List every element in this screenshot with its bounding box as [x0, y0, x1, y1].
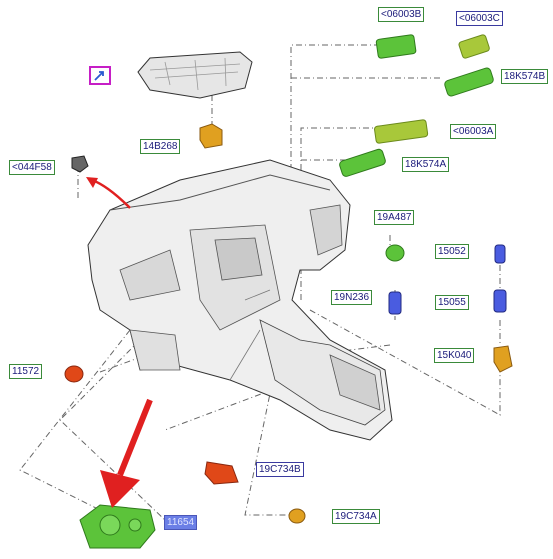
part-06003c [458, 34, 490, 59]
part-11654 [79, 504, 156, 549]
part-label-18k574a[interactable]: 18K574A [402, 157, 450, 172]
part-label-19n236[interactable]: 19N236 [331, 290, 373, 305]
part-label-15052[interactable]: 15052 [435, 244, 469, 259]
part-label-06003b[interactable]: <06003B [378, 7, 425, 22]
part-label-18k574b[interactable]: 18K574B [501, 69, 549, 84]
part-label-044f58[interactable]: <044F58 [9, 160, 55, 175]
dashboard-assembly [87, 159, 393, 441]
part-label-15k040[interactable]: 15K040 [434, 348, 475, 363]
red-big-arrowhead [100, 470, 140, 508]
red-curved-arrow [91, 178, 131, 209]
red-big-arrow-shaft [117, 398, 153, 477]
leader-lines [19, 44, 501, 521]
part-19a487 [385, 244, 405, 262]
part-15055 [493, 289, 507, 313]
part-15k040 [493, 345, 513, 373]
part-15052 [494, 244, 506, 264]
part-label-06003a[interactable]: <06003A [450, 124, 497, 139]
overhead-console [137, 51, 253, 99]
part-044f58 [71, 155, 89, 173]
part-06003a [374, 119, 429, 144]
part-label-19c734b[interactable]: 19C734B [256, 462, 304, 477]
part-label-15055[interactable]: 15055 [435, 295, 469, 310]
part-label-11572[interactable]: 11572 [9, 364, 43, 379]
part-18k574a [339, 148, 386, 177]
part-19c734a [288, 508, 306, 524]
part-label-14b268[interactable]: 14B268 [140, 139, 181, 154]
part-19c734b [204, 461, 239, 485]
link-arrow-icon[interactable] [89, 66, 111, 85]
red-arrowhead-small [86, 177, 98, 188]
part-label-11654[interactable]: 11654 [164, 515, 198, 530]
part-label-19a487[interactable]: 19A487 [374, 210, 415, 225]
part-14b268 [199, 123, 223, 149]
part-19n236 [388, 291, 402, 315]
part-label-19c734a[interactable]: 19C734A [332, 509, 380, 524]
part-06003b [375, 34, 417, 59]
part-11572 [64, 365, 84, 383]
part-18k574b [444, 67, 494, 97]
part-label-06003c[interactable]: <06003C [456, 11, 503, 26]
